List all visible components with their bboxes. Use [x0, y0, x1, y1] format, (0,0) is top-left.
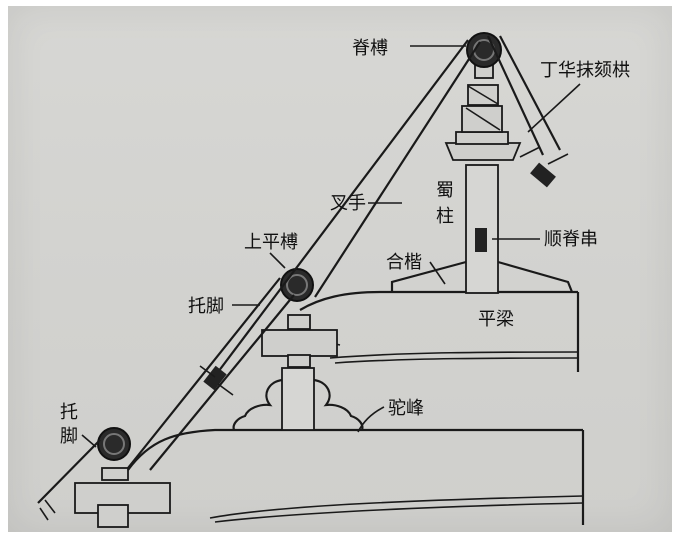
label-shun-ji-chuan: 顺脊串	[544, 229, 598, 250]
label-ding-hua: 丁华抹颏栱	[540, 60, 630, 81]
tuo-jiao-middle	[127, 277, 281, 469]
label-shu-zhu-2: 柱	[436, 206, 454, 227]
ridge-tie-mark	[475, 228, 487, 252]
label-cha-shou: 叉手	[330, 193, 366, 214]
middle-small-block	[287, 314, 311, 330]
lower-bearing-block	[97, 504, 129, 528]
he-ta-right	[497, 260, 574, 293]
lower-small-block	[101, 467, 129, 481]
ding-hua-bracket	[444, 142, 522, 161]
ridge-purlin-assembly	[444, 32, 522, 161]
label-ji-heng: 脊榑	[352, 38, 388, 59]
label-shu-zhu-1: 蜀	[436, 180, 454, 201]
leader-lines	[81, 45, 581, 448]
camel-hump	[232, 367, 364, 431]
lower-purlin-assembly	[74, 427, 171, 528]
hump-post	[281, 367, 315, 431]
cha-shou-inner	[314, 41, 481, 298]
lower-beam	[127, 428, 585, 525]
labels: 脊榑 丁华抹颏栱 叉手 蜀 柱 顺脊串 合楷 上平榑 托脚 平梁 驼峰 托 脚	[60, 38, 630, 447]
label-tuo-jiao-low-1: 托	[60, 402, 78, 423]
he-ta-left	[390, 260, 467, 292]
tuo-jiao-lower	[37, 439, 101, 504]
label-tuo-jiao-low-2: 脚	[60, 426, 78, 447]
ridge-right-member	[487, 35, 544, 156]
king-post	[390, 164, 574, 294]
cha-shou-outer	[211, 39, 469, 381]
label-ping-liang: 平梁	[478, 309, 514, 330]
label-shang-ping-heng: 上平榑	[244, 232, 298, 253]
label-tuo-jiao-middle: 托脚	[188, 296, 224, 317]
middle-purlin-assembly	[261, 268, 338, 368]
flat-beam	[299, 290, 580, 372]
middle-bracket-block	[261, 329, 338, 357]
diagonal-members	[37, 35, 569, 521]
ridge-purlin-log-icon	[466, 32, 502, 68]
lower-purlin-log-icon	[97, 427, 131, 461]
label-tuo-feng: 驼峰	[388, 398, 424, 419]
label-he-ta: 合楷	[386, 252, 422, 273]
middle-purlin-log-icon	[280, 268, 314, 302]
